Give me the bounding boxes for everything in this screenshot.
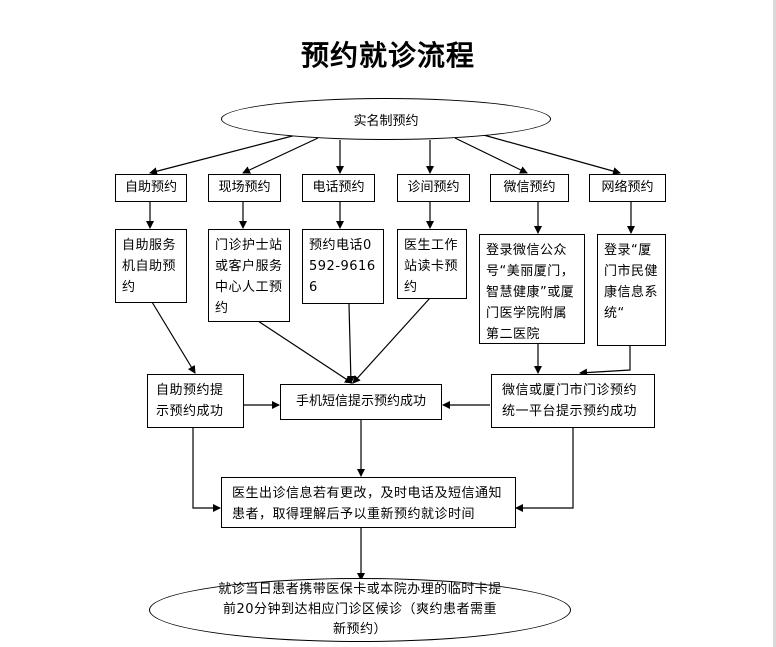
detail-clinic: 医生工作站读卡预约 — [397, 229, 467, 299]
page-title: 预约就诊流程 — [300, 39, 475, 72]
method-self-service: 自助预约 — [115, 174, 187, 202]
method-clinic: 诊间预约 — [397, 174, 470, 202]
method-label: 诊间预约 — [407, 180, 460, 195]
result-sms-label: 手机短信提示预约成功 — [295, 394, 426, 409]
result-sms: 手机短信提示预约成功 — [280, 384, 442, 420]
method-online: 网络预约 — [589, 174, 666, 202]
method-wechat: 微信预约 — [490, 174, 569, 202]
detail-self-service: 自助服务机自助预约 — [115, 229, 187, 303]
method-label: 电话预约 — [312, 180, 365, 195]
method-label: 自助预约 — [124, 180, 177, 195]
top-ellipse-label: 实名制预约 — [353, 113, 419, 129]
final-ellipse-label: 就诊当日患者携带医保卡或本院办理的临时卡提前20分钟到达相应门诊区候诊（爽约患者… — [218, 582, 502, 637]
detail-wechat: 登录微信公众号“美丽厦门，智慧健康”或厦门医学院附属第二医院 — [479, 234, 585, 344]
method-label: 微信预约 — [503, 180, 556, 195]
detail-phone: 预约电话0592-96166 — [302, 229, 384, 304]
page-edge-line — [773, 0, 776, 647]
detail-on-site: 门诊护士站或客户服务中心人工预约 — [208, 229, 290, 322]
result-wechat-platform: 微信或厦门市门诊预约统一平台提示预约成功 — [491, 374, 655, 428]
top-ellipse: 实名制预约 — [221, 98, 551, 140]
method-label: 现场预约 — [218, 180, 271, 195]
method-on-site: 现场预约 — [208, 174, 281, 202]
method-phone: 电话预约 — [302, 174, 375, 202]
method-label: 网络预约 — [601, 180, 654, 195]
detail-online: 登录“厦门市民健康信息系统“ — [597, 234, 666, 346]
final-ellipse: 就诊当日患者携带医保卡或本院办理的临时卡提前20分钟到达相应门诊区候诊（爽约患者… — [149, 578, 571, 642]
result-self-service: 自助预约提示预约成功 — [147, 374, 244, 428]
notice-box: 医生出诊信息若有更改，及时电话及短信通知患者，取得理解后予以重新预约就诊时间 — [221, 477, 516, 528]
